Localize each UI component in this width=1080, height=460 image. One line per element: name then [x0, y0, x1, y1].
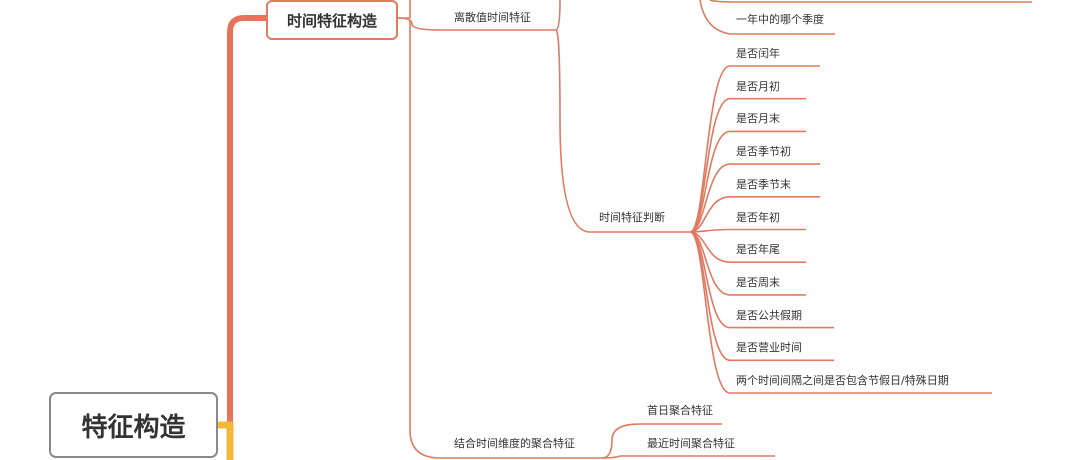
judge-item[interactable]: 是否月末 [736, 112, 780, 126]
judge-item[interactable]: 是否月初 [736, 79, 780, 93]
judge-item-connector [689, 130, 806, 233]
time-feature-node[interactable]: 时间特征构造 [266, 0, 398, 40]
season-connector [699, 0, 835, 35]
judge-item-connector [689, 231, 806, 263]
discrete-to-judge-connector [555, 29, 690, 233]
judge-item[interactable]: 两个时间间隔之间是否包含节假日/特殊日期 [736, 374, 949, 387]
aggregate-connector-2 [601, 455, 775, 459]
aggregate-node[interactable]: 结合时间维度的聚合特征 [454, 437, 575, 450]
judge-item-connector [689, 228, 806, 233]
root-accent-connector [218, 421, 234, 460]
upper-hidden-connector [709, 0, 1032, 3]
aggregate-item-first-day[interactable]: 首日聚合特征 [647, 404, 713, 417]
judge-item[interactable]: 是否公共假期 [736, 308, 802, 322]
judge-item-connector [689, 196, 820, 233]
judge-item[interactable]: 是否年尾 [736, 243, 780, 257]
root-node[interactable]: 特征构造 [49, 392, 218, 458]
season-node[interactable]: 一年中的哪个季度 [736, 13, 824, 26]
judge-item-connector [689, 163, 820, 233]
judge-item[interactable]: 是否周末 [736, 275, 780, 289]
judge-item-connector [689, 231, 992, 394]
judge-node[interactable]: 时间特征判断 [599, 211, 665, 224]
aggregate-item-recent[interactable]: 最近时间聚合特征 [647, 437, 735, 450]
discrete-feature-node[interactable]: 离散值时间特征 [454, 11, 531, 24]
judge-item[interactable]: 是否闰年 [736, 47, 780, 60]
aggregate-connector-1 [601, 423, 722, 459]
judge-item[interactable]: 是否年初 [736, 210, 780, 224]
topic-short-connector [398, 0, 411, 19]
judge-item[interactable]: 是否营业时间 [736, 341, 802, 355]
judge-item[interactable]: 是否季节初 [736, 145, 791, 159]
judge-item-connector [689, 97, 806, 233]
root-to-topic-connector [227, 15, 266, 460]
judge-item[interactable]: 是否季节末 [736, 177, 791, 191]
topic-to-aggregate-connector [409, 20, 602, 459]
discrete-to-upper-connector [555, 0, 561, 31]
